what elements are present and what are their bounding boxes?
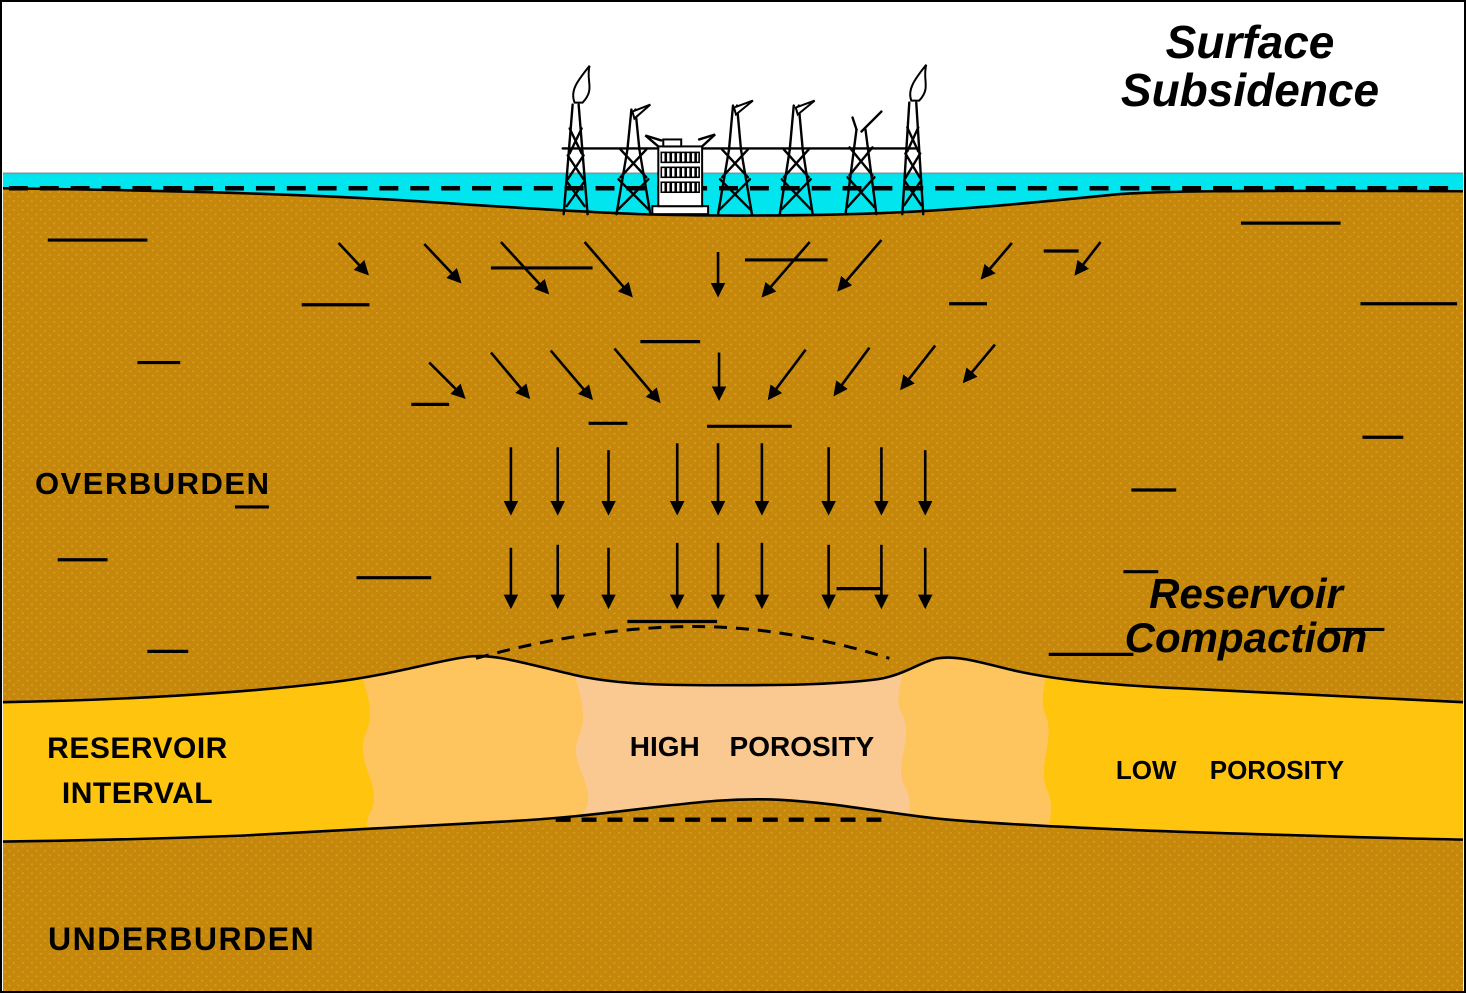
compaction-line-2: Compaction bbox=[1124, 614, 1368, 662]
bedding-marks bbox=[47, 221, 1458, 656]
title-line-1: Surface bbox=[1165, 16, 1335, 68]
reservoir-band bbox=[2, 624, 1464, 843]
low-porosity-label: LOW POROSITY bbox=[1115, 755, 1345, 785]
reservoir-interval-line-1: RESERVOIR bbox=[47, 732, 228, 765]
flare-stack-icon bbox=[901, 64, 928, 216]
oil-derrick-icon bbox=[778, 99, 816, 216]
platform-building-icon bbox=[644, 133, 716, 216]
high-porosity-label: HIGH POROSITY bbox=[629, 731, 875, 762]
reservoir-top-boundary bbox=[2, 654, 1464, 704]
underburden-label: UNDERBURDEN bbox=[48, 921, 316, 957]
title-line-2: Subsidence bbox=[1120, 64, 1380, 117]
flare-flame bbox=[909, 64, 928, 102]
stress-arrows bbox=[337, 239, 1102, 610]
title-surface-subsidence: Surface Subsidence bbox=[1030, 16, 1464, 117]
sky bbox=[2, 2, 1464, 174]
overburden-label: OVERBURDEN bbox=[35, 466, 271, 501]
seabed-line bbox=[2, 186, 1464, 217]
oil-derrick-icon bbox=[716, 99, 754, 216]
flare-flame bbox=[572, 65, 591, 104]
flare-stack-icon bbox=[562, 65, 591, 216]
compaction-line-1: Reservoir bbox=[1149, 570, 1343, 617]
oil-derrick-icon bbox=[615, 103, 652, 216]
oil-derrick-icon bbox=[844, 110, 883, 216]
building-windows bbox=[660, 151, 700, 194]
reservoir-interval-line-2: INTERVAL bbox=[61, 777, 214, 810]
oil-platform bbox=[561, 64, 928, 216]
reservoir-bottom-boundary bbox=[2, 797, 1464, 843]
reservoir-interval-label: RESERVOIR INTERVAL bbox=[20, 726, 255, 816]
reservoir-compaction-label: Reservoir Compaction bbox=[1026, 570, 1464, 662]
original-top-dashed bbox=[475, 624, 890, 660]
